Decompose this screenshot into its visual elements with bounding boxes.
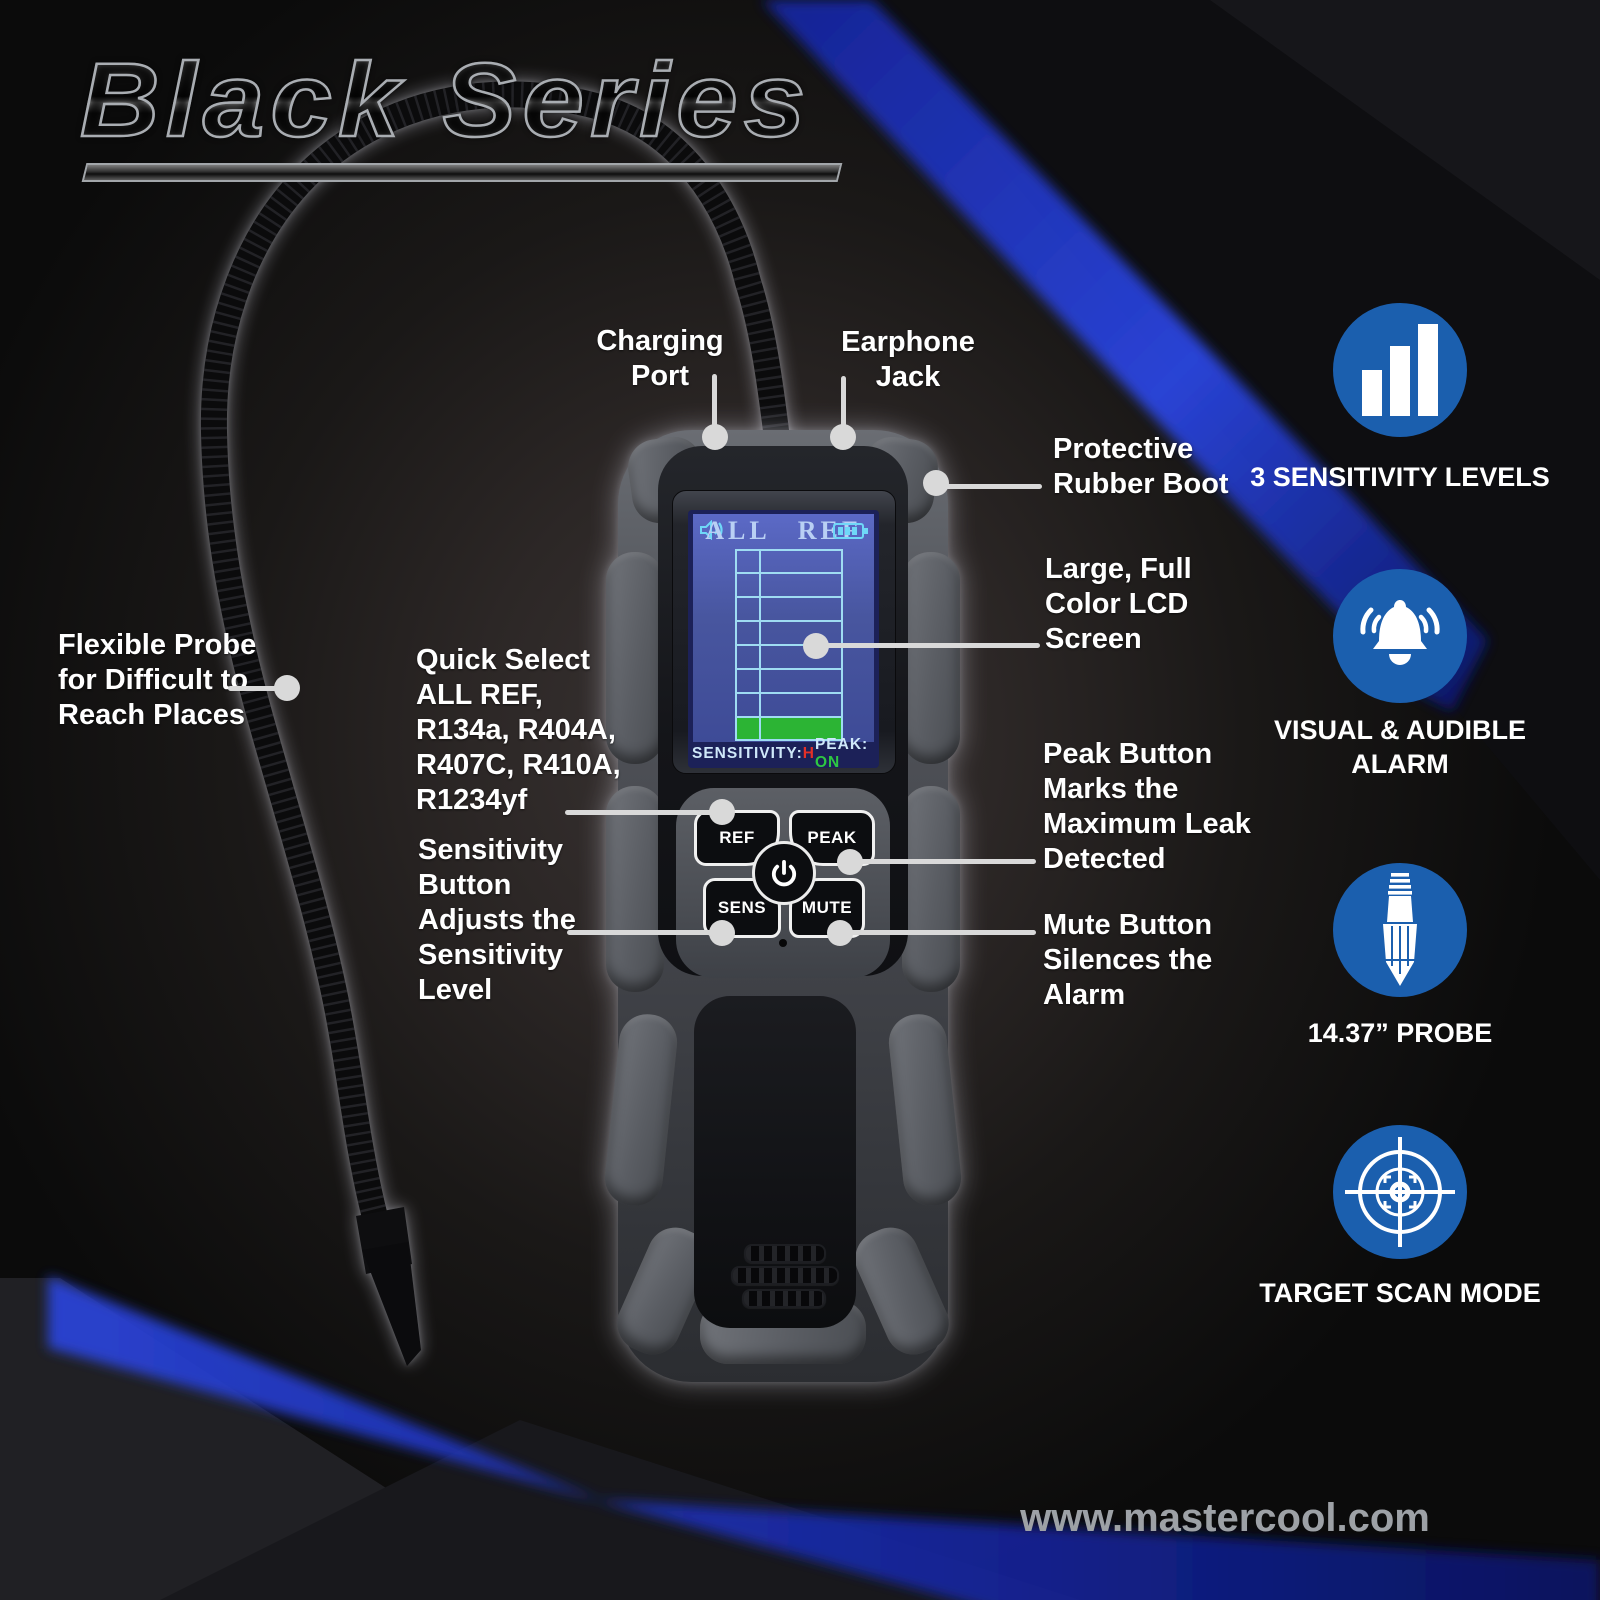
callout-dot (709, 920, 735, 946)
callout-line (936, 484, 1042, 489)
ref-button[interactable]: REF (694, 810, 780, 866)
callout-dot (830, 424, 856, 450)
logo-underline (81, 163, 843, 182)
lcd-display-area: ALL REF (693, 514, 874, 742)
callout-dot (923, 470, 949, 496)
microphone-hole (779, 939, 787, 947)
callout-charging-port: Charging Port (596, 325, 724, 392)
feature-label: VISUAL & AUDIBLE ALARM (1273, 715, 1527, 779)
callout-dot (274, 675, 300, 701)
callout-lcd-screen: Large, Full Color LCD Screen (1045, 553, 1192, 655)
feature-visual-audible-alarm (1333, 569, 1467, 703)
callout-line (850, 859, 1036, 864)
lcd-status-bar: SENSITIVITY:H PEAK: ON (692, 736, 875, 768)
callout-line (816, 643, 1040, 648)
callout-dot (709, 799, 735, 825)
peak-value: ON (814, 754, 841, 768)
battery-icon (833, 523, 868, 539)
lcd-screen: ALL REF (688, 510, 879, 768)
callout-rubber-boot: Protective Rubber Boot (1053, 433, 1229, 500)
feature-label: 14.37” PROBE (1307, 1018, 1493, 1048)
peak-readout: PEAK: ON (815, 736, 875, 768)
grip-bumper (902, 552, 960, 764)
callout-line (567, 930, 723, 935)
grip-bumper (606, 552, 664, 764)
feature-label: 3 SENSITIVITY LEVELS (1250, 462, 1550, 492)
logo-text: Black Series (79, 42, 812, 159)
grip-bumper (902, 786, 960, 992)
callout-sensitivity-button: Sensitivity Button Adjusts the Sensitivi… (418, 834, 576, 1006)
sensitivity-readout: SENSITIVITY:H (692, 745, 815, 762)
callout-dot (837, 849, 863, 875)
callout-line (712, 374, 717, 430)
callout-peak-button: Peak Button Marks the Maximum Leak Detec… (1043, 738, 1251, 875)
feature-label: TARGET SCAN MODE (1259, 1278, 1541, 1308)
feature-probe-length (1333, 863, 1467, 997)
power-icon (771, 860, 797, 887)
callout-line (228, 686, 288, 691)
callout-dot (803, 633, 829, 659)
speaker-icon (700, 520, 723, 540)
feature-target-scan (1333, 1125, 1467, 1259)
speaker-grille (744, 1244, 826, 1263)
callout-quick-select: Quick Select ALL REF, R134a, R404A, R407… (416, 644, 621, 816)
power-button[interactable] (752, 841, 816, 905)
speaker-grille (742, 1289, 826, 1308)
target-scan-icon (1345, 1137, 1455, 1247)
callout-earphone-jack: Earphone Jack (841, 326, 975, 393)
probe-tip (362, 1242, 421, 1366)
callout-dot (702, 424, 728, 450)
probe-tip-icon (1383, 873, 1417, 986)
bell-icon (1360, 600, 1440, 665)
sensitivity-value: H (802, 745, 815, 762)
speaker-grille (731, 1266, 839, 1285)
callout-dot (827, 920, 853, 946)
brand-logo: Black Series (79, 47, 807, 155)
callout-line (841, 376, 846, 430)
callout-flexible-probe: Flexible Probe for Difficult to Reach Pl… (58, 629, 257, 731)
website-url: www.mastercool.com (1020, 1496, 1430, 1540)
leak-bar-graph (735, 549, 843, 741)
callout-mute-button: Mute Button Silences the Alarm (1043, 909, 1213, 1011)
callout-line (565, 810, 723, 815)
refrigerant-mode-label: ALL REF (705, 516, 862, 545)
feature-sensitivity-levels (1333, 303, 1467, 437)
callout-line (840, 930, 1036, 935)
grip-bumper (606, 786, 664, 992)
signal-bars-icon (1362, 324, 1438, 416)
